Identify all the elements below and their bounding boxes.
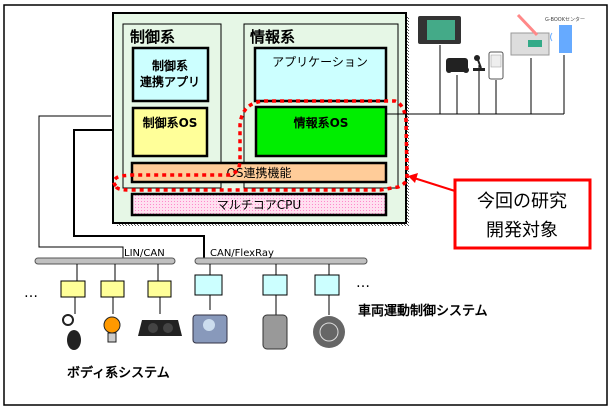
control-app-box xyxy=(131,46,210,103)
transmission-icon xyxy=(262,314,288,350)
ellipsis-right: … xyxy=(356,275,370,291)
info-system-title: 情報系 xyxy=(250,28,295,46)
mobile-phone-icon xyxy=(488,51,504,80)
engine-icon xyxy=(192,314,228,344)
lin-can-bus[interactable] xyxy=(34,257,176,265)
callout-arrow-line xyxy=(413,177,456,192)
can-flexray-label: CAN/FlexRay xyxy=(210,248,274,259)
development-target-outline xyxy=(112,99,409,192)
callout-line-2: 開発対象 xyxy=(486,220,558,241)
chassis-ecu xyxy=(314,274,340,296)
brake-icon xyxy=(313,316,345,348)
control-app-label-1: 制御系 xyxy=(152,58,188,73)
key-fob-icon xyxy=(62,314,81,350)
info-system-panel xyxy=(243,23,399,189)
os-link-box xyxy=(130,161,388,184)
chassis-ecu-drops xyxy=(209,264,330,315)
center-label: G-BOOKセンター xyxy=(545,16,585,23)
chassis-ecu xyxy=(262,274,288,296)
info-os-box xyxy=(254,105,388,158)
body-ecu xyxy=(147,280,172,298)
etc-gate-icon xyxy=(510,13,550,56)
control-app-label-2: 連携アプリ xyxy=(140,74,200,89)
info-os-label: 情報系OS xyxy=(294,115,349,130)
instrument-cluster-icon xyxy=(138,320,182,336)
chassis-ecu xyxy=(194,274,223,296)
can-flexray-bus[interactable] xyxy=(194,257,368,265)
cpu-box xyxy=(130,192,388,217)
vehicle-control-system-label: 車両運動制御システム xyxy=(358,303,488,319)
body-ecu xyxy=(100,280,125,298)
control-system-title: 制御系 xyxy=(130,28,175,46)
microphone-icon xyxy=(473,55,485,71)
body-ecu xyxy=(60,280,86,298)
callout-line-1: 今回の研究 xyxy=(477,191,567,212)
car-navigation-icon xyxy=(418,16,461,44)
connector-line-lin xyxy=(38,115,124,259)
speaker-icon xyxy=(446,58,469,73)
lin-can-label: LIN/CAN xyxy=(124,248,165,259)
control-os-label: 制御系OS xyxy=(143,115,198,130)
control-system-panel xyxy=(122,23,222,189)
body-ecu-drops xyxy=(74,264,161,314)
ellipsis-left: … xyxy=(24,285,38,301)
light-bulb-icon xyxy=(103,316,121,343)
info-device-drops xyxy=(439,45,565,114)
os-link-label: OS連携機能 xyxy=(226,165,291,180)
data-center-icon xyxy=(550,25,572,53)
control-os-box xyxy=(131,106,209,158)
connector-line-can xyxy=(73,129,205,258)
callout-box xyxy=(453,178,592,250)
info-app-box xyxy=(253,46,388,103)
callout-arrowhead xyxy=(408,173,418,183)
info-app-label: アプリケーション xyxy=(272,55,368,69)
cpu-label: マルチコアCPU xyxy=(217,198,301,212)
body-system-label: ボディ系システム xyxy=(67,365,170,381)
